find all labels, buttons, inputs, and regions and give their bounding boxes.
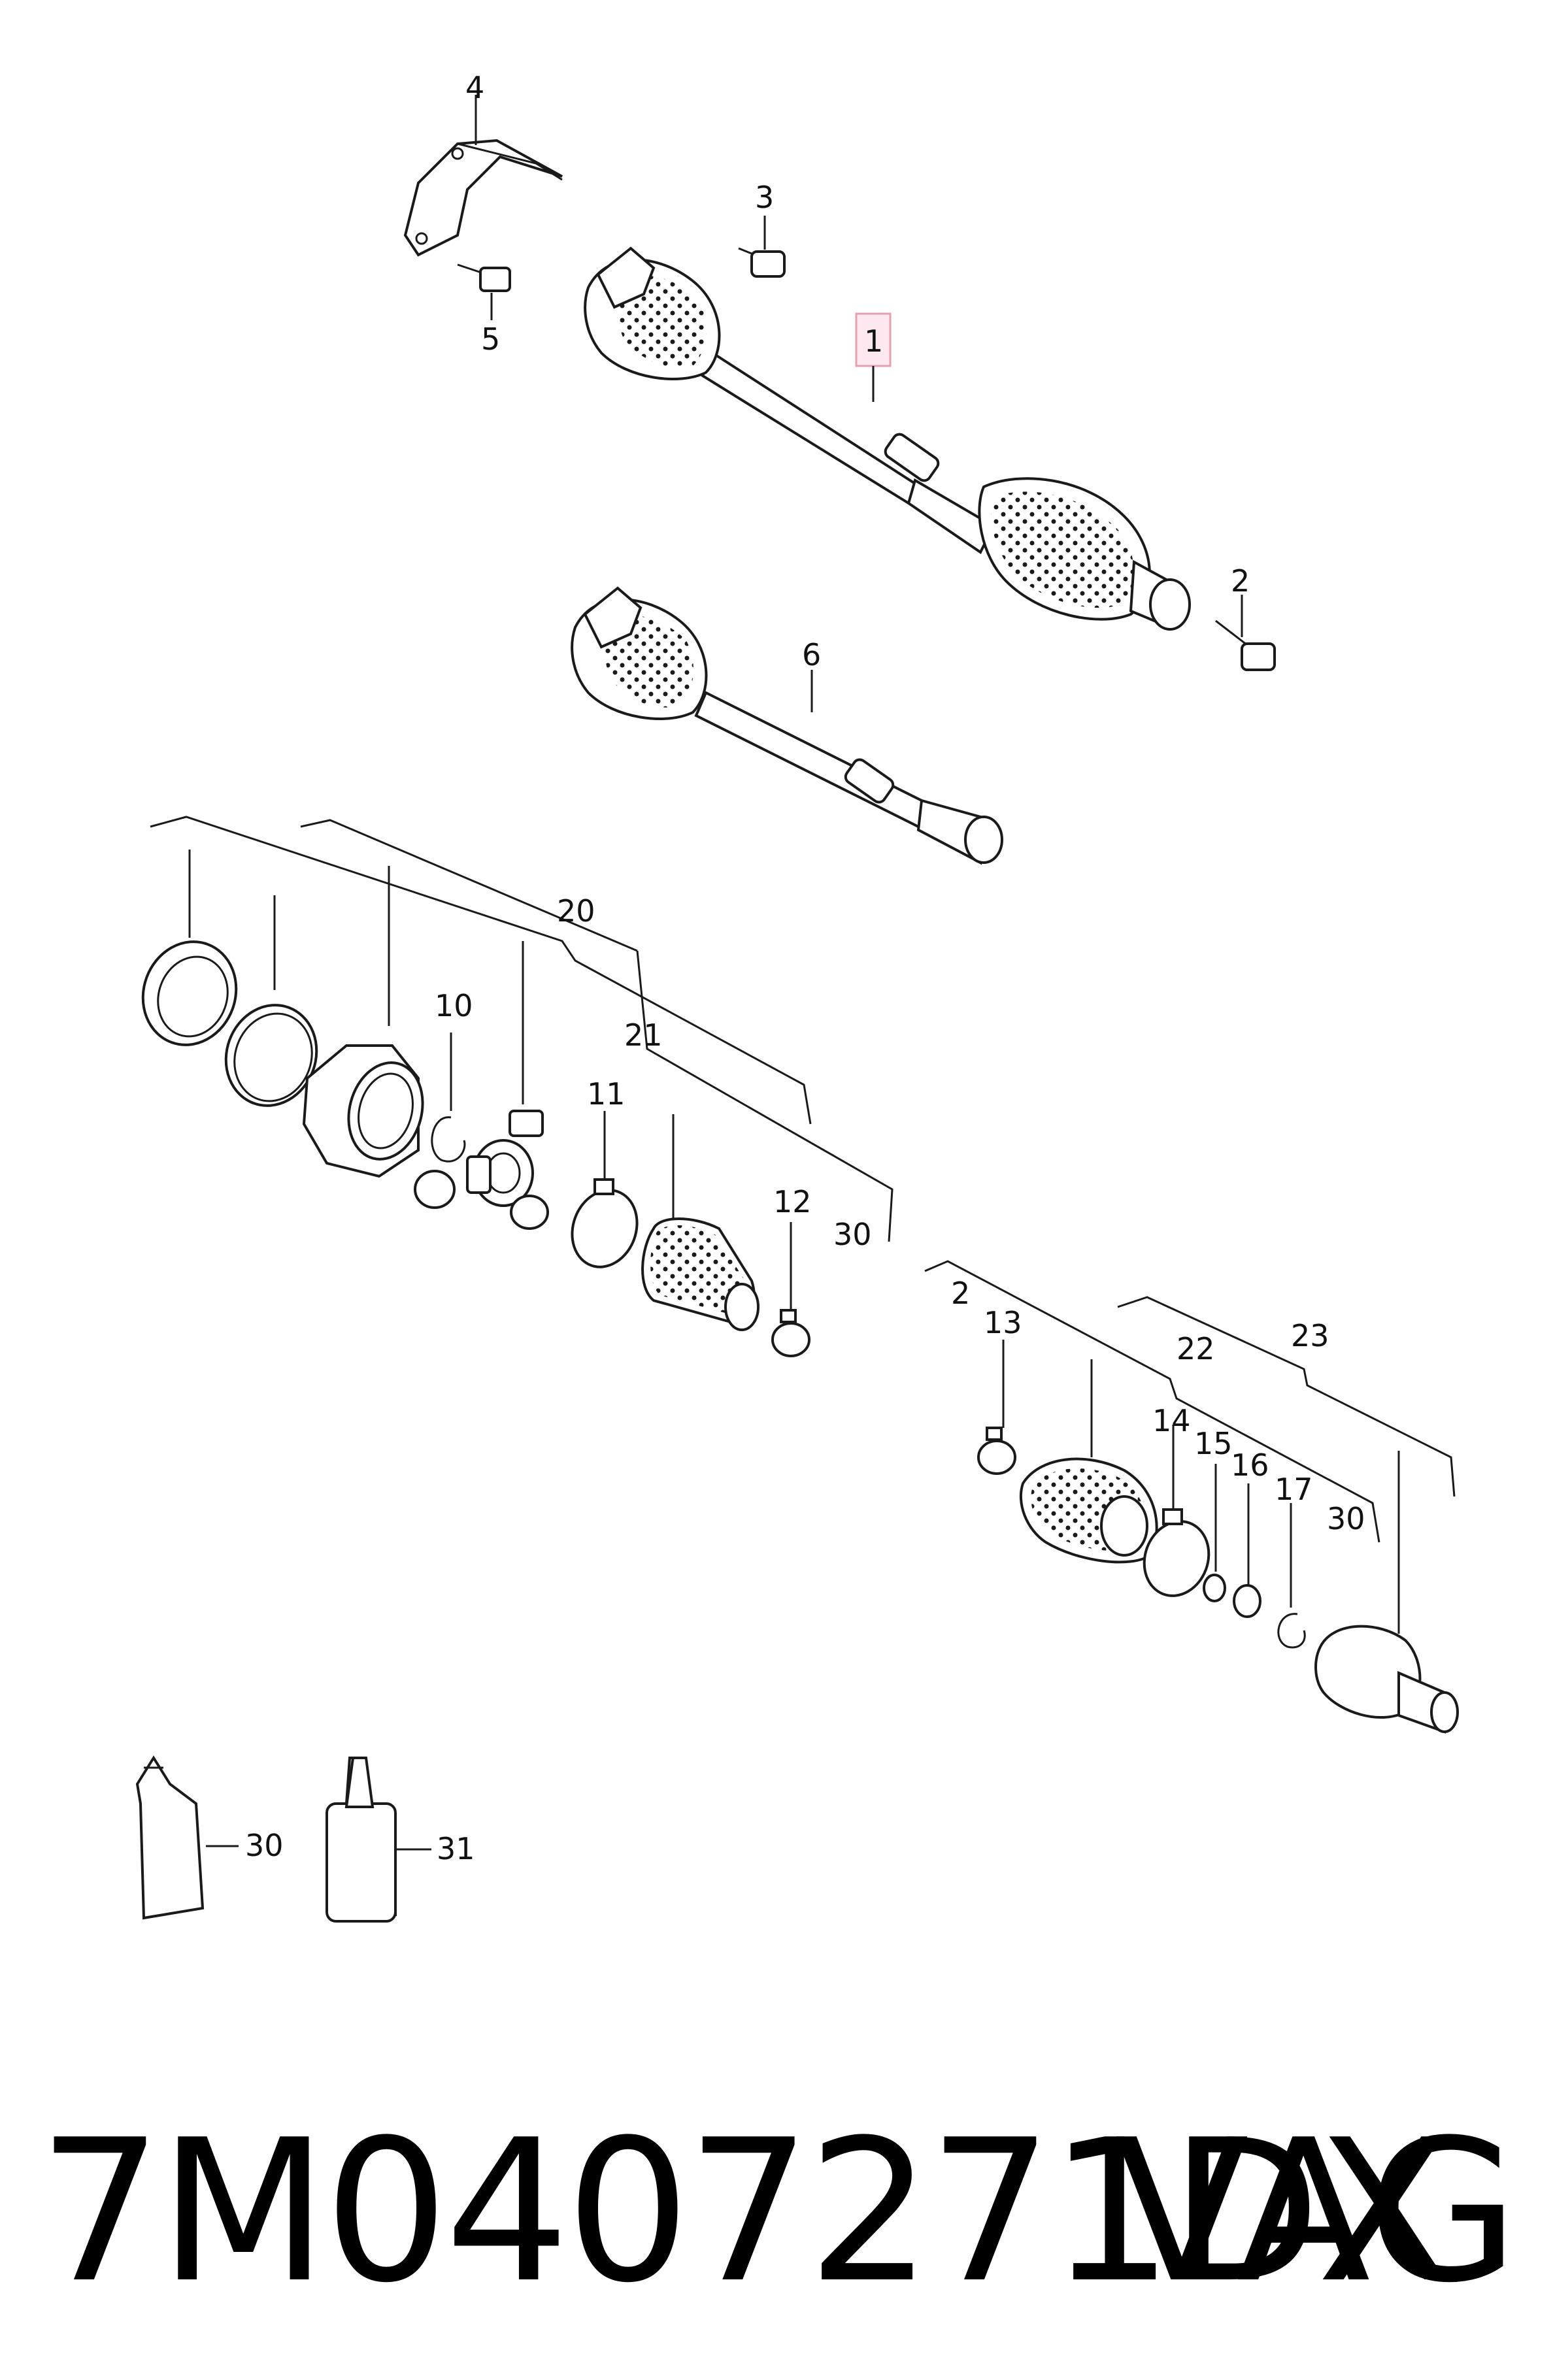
- callout-21: 21: [624, 1017, 663, 1053]
- drive-shaft-part-6: [571, 586, 1003, 865]
- circlip-part-10: [431, 1116, 466, 1163]
- bolt-part-3: [738, 247, 786, 278]
- bearing-part: [466, 1110, 544, 1207]
- clamp-part-12: [771, 1309, 810, 1357]
- clamp-part-13: [977, 1427, 1016, 1475]
- callout-23: 23: [1291, 1318, 1329, 1353]
- callout-3: 3: [755, 180, 774, 215]
- circlip-part-17: [1277, 1613, 1306, 1649]
- callout-20: 20: [557, 893, 595, 929]
- spacer-part-16: [1233, 1584, 1261, 1618]
- callout-30-kit-22: 30: [1327, 1501, 1365, 1536]
- part-number-label: 7M0407271DX: [38, 2098, 1451, 2326]
- callout-30-kit-21: 30: [833, 1217, 872, 1252]
- callout-1: 1: [864, 323, 883, 359]
- callout-14: 14: [1152, 1403, 1191, 1438]
- boot-inner-part: [641, 1217, 760, 1331]
- callout-15: 15: [1194, 1426, 1233, 1461]
- kit-bracket-20-21: [150, 816, 893, 1271]
- callout-16: 16: [1231, 1447, 1269, 1483]
- heat-shield-part-4: [403, 139, 563, 257]
- callout-5: 5: [481, 322, 500, 357]
- cv-joint-outer-part: [1314, 1625, 1459, 1734]
- callout-13: 13: [984, 1305, 1022, 1340]
- callout-11: 11: [587, 1076, 626, 1112]
- clamp-part-14: [1143, 1508, 1211, 1597]
- callout-30-grease: 30: [245, 1828, 284, 1863]
- clamp-part-11: [571, 1178, 639, 1268]
- joint-housing-part: [302, 1044, 424, 1178]
- callout-2-shaft: 2: [1231, 563, 1250, 599]
- callout-12: 12: [773, 1184, 812, 1219]
- bolt-part-5: [457, 263, 511, 292]
- callout-31: 31: [437, 1831, 475, 1866]
- callout-17: 17: [1275, 1472, 1313, 1507]
- kit-bracket-22-23: [924, 1260, 1456, 1634]
- callout-6: 6: [802, 637, 821, 672]
- boot-outer-part: [1019, 1457, 1158, 1564]
- callout-4: 4: [465, 70, 484, 105]
- seal-ring-part: [141, 940, 238, 1046]
- drive-shaft-part-1: [584, 246, 1191, 631]
- callout-1-highlight: [855, 312, 892, 367]
- o-ring-part: [224, 1004, 318, 1107]
- callout-22: 22: [1177, 1331, 1215, 1366]
- grease-tube-part-30: [135, 1755, 205, 1920]
- callout-2-kit: 2: [951, 1276, 970, 1311]
- bottle-part-31: [325, 1757, 397, 1923]
- callout-10: 10: [435, 988, 473, 1023]
- bushing-part: [414, 1170, 549, 1230]
- washer-part-15: [1203, 1574, 1226, 1602]
- brand-label: VAG: [1114, 2098, 1519, 2326]
- bolt-part-2: [1215, 620, 1276, 671]
